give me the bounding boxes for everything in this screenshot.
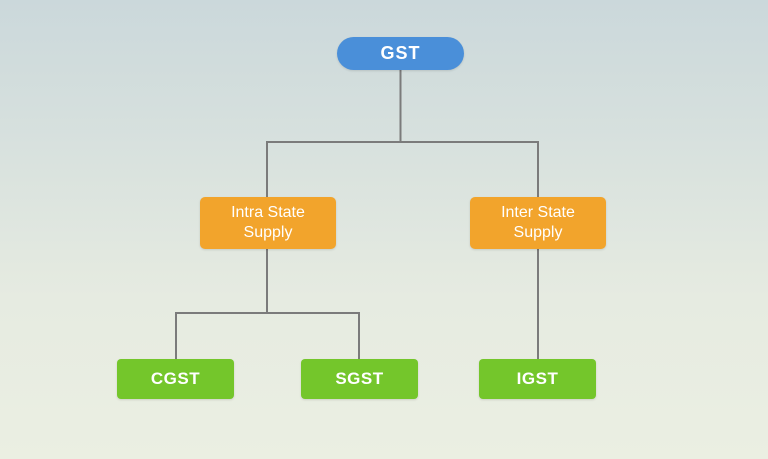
connector-level1-bracket — [266, 141, 539, 197]
connector-level2-bracket — [175, 312, 360, 359]
node-igst: IGST — [479, 359, 596, 399]
node-cgst: CGST — [117, 359, 234, 399]
node-intra-state-supply: Intra State Supply — [200, 197, 336, 249]
node-gst: GST — [337, 37, 464, 70]
node-inter-state-supply: Inter State Supply — [470, 197, 606, 249]
node-sgst: SGST — [301, 359, 418, 399]
